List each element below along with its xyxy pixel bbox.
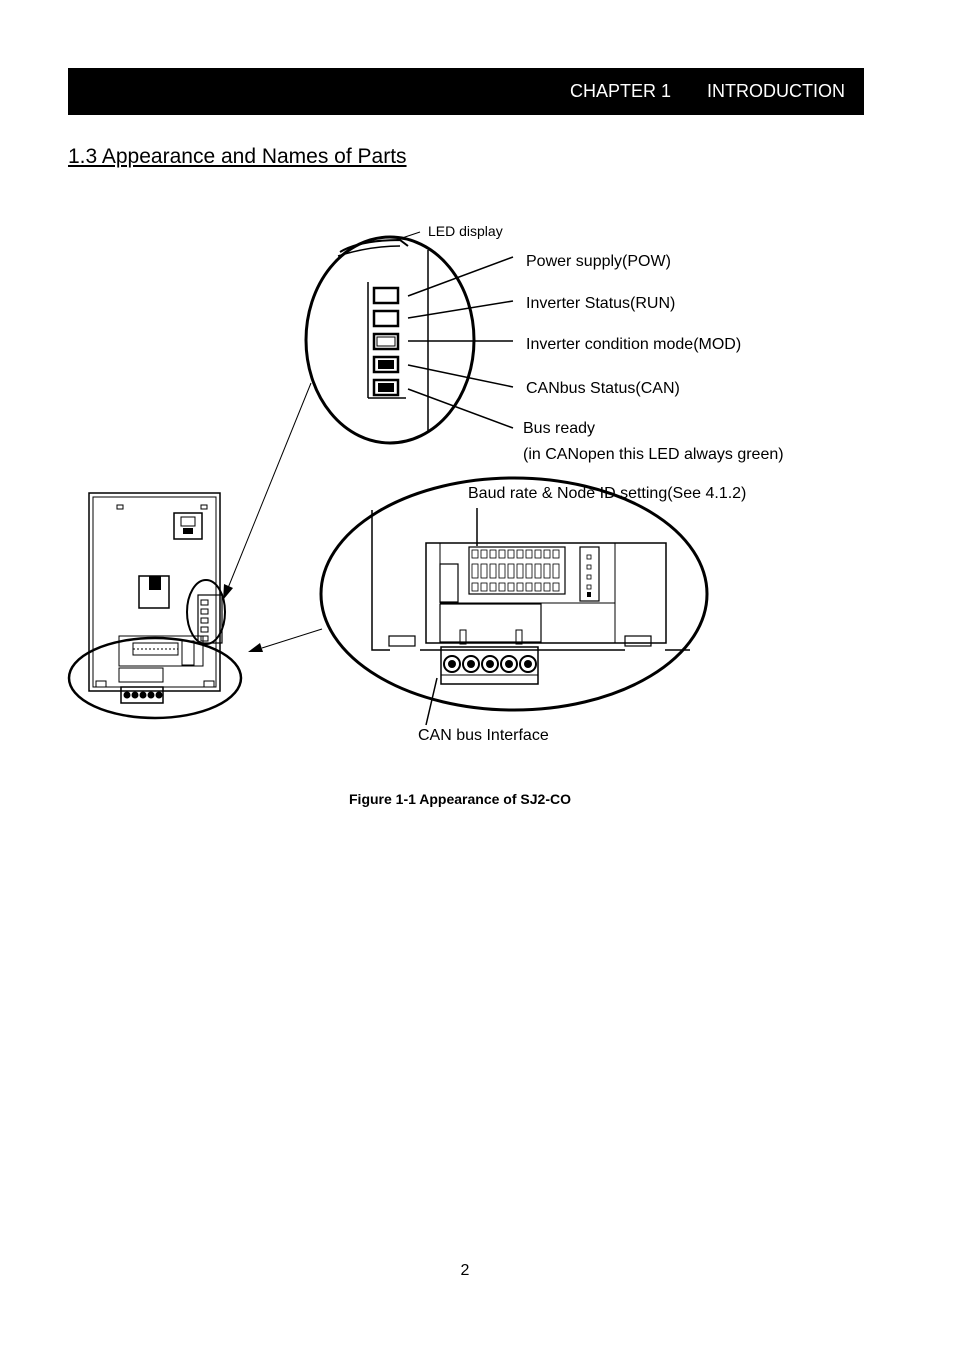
label-bus-ready-note: (in CANopen this LED always green) xyxy=(523,446,784,463)
section-title: 1.3 Appearance and Names of Parts xyxy=(68,145,407,168)
led-bus-ready xyxy=(372,378,400,397)
label-baud-rate: Baud rate & Node ID setting(See 4.1.2) xyxy=(468,485,747,502)
page-number: 2 xyxy=(460,1262,470,1279)
led-mod xyxy=(372,332,400,351)
chapter-header-bar: CHAPTER 1 INTRODUCTION xyxy=(68,68,864,115)
label-can-interface: CAN bus Interface xyxy=(418,727,549,744)
label-inverter-condition: Inverter condition mode(MOD) xyxy=(526,336,742,353)
led-run xyxy=(372,309,400,328)
led-can xyxy=(372,355,400,374)
label-canbus-status: CANbus Status(CAN) xyxy=(526,380,680,397)
figure-caption: Figure 1-1 Appearance of SJ2-CO xyxy=(349,791,571,807)
led-pow xyxy=(372,286,400,305)
label-led-display: LED display xyxy=(428,223,503,239)
board-zoom-circle xyxy=(319,476,709,712)
chapter-title: INTRODUCTION xyxy=(707,81,845,101)
led-zoom-circle xyxy=(304,235,476,445)
device-overview xyxy=(67,492,243,720)
chapter-number: CHAPTER 1 xyxy=(570,81,672,101)
label-power-supply: Power supply(POW) xyxy=(526,253,671,270)
label-bus-ready: Bus ready xyxy=(523,420,596,437)
label-inverter-status: Inverter Status(RUN) xyxy=(526,295,676,312)
